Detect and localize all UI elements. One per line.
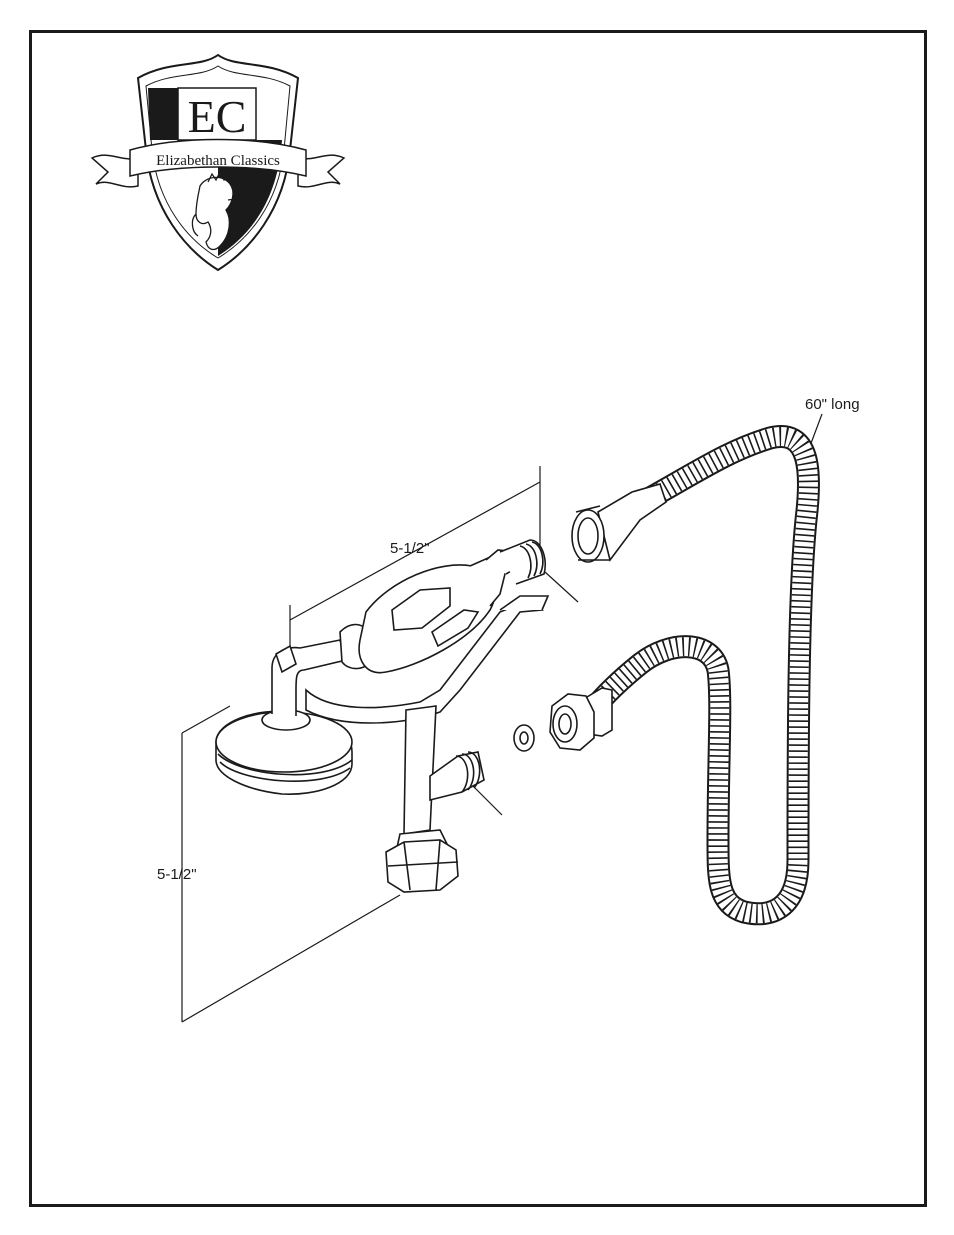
washer-icon	[514, 725, 534, 751]
logo-brand-name: Elizabethan Classics	[156, 153, 280, 169]
flexible-hose-icon	[550, 437, 809, 914]
hose-length-label: 60" long	[805, 396, 860, 413]
brand-logo: EC Elizabethan Classics	[92, 55, 344, 270]
hand-shower-assembly	[216, 540, 548, 892]
diverter-body-icon	[386, 706, 484, 892]
height-dimension-label: 5-1/2"	[157, 866, 197, 883]
width-dimension-label: 5-1/2"	[390, 540, 430, 557]
logo-initials: EC	[188, 91, 247, 142]
